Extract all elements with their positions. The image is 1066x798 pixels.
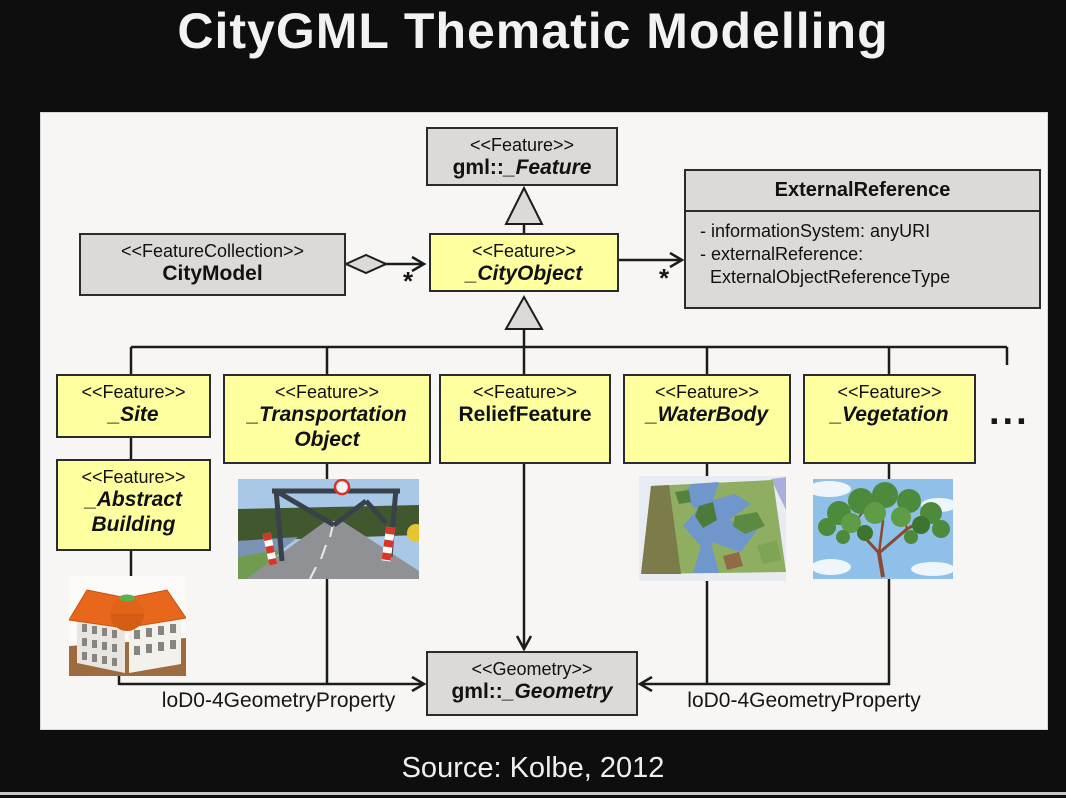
aggregation-diamond	[343, 253, 389, 275]
node-citymodel: <<FeatureCollection>> CityModel	[79, 233, 346, 296]
tree-3d-model-image	[813, 479, 953, 579]
node-name: ReliefFeature	[458, 403, 592, 427]
node-site: <<Feature>> _Site	[56, 374, 211, 438]
stereotype: <<Feature>>	[472, 382, 578, 402]
page-title: CityGML Thematic Modelling	[177, 3, 889, 59]
arrow-to-cityobject	[411, 255, 427, 273]
node-cityobject: <<Feature>> _CityObject	[429, 233, 619, 292]
node-vegetation: <<Feature>> _Vegetation	[803, 374, 976, 464]
node-name: _Vegetation	[830, 403, 949, 427]
attribute: - externalReference:	[700, 243, 864, 264]
stereotype: <<Feature>>	[81, 382, 186, 402]
node-external-reference: ExternalReference - informationSystem: a…	[684, 169, 1041, 309]
stereotype: <<Feature>>	[469, 135, 575, 155]
node-name: ExternalReference	[686, 171, 1039, 212]
node-gml-feature: <<Feature>> gml::_Feature	[426, 127, 618, 186]
node-name: _CityObject	[465, 262, 583, 286]
stereotype: <<Geometry>>	[471, 659, 593, 679]
attribute: - informationSystem: anyURI	[700, 220, 931, 241]
node-abstract-building: <<Feature>> _Abstract Building	[56, 459, 211, 551]
node-waterbody: <<Feature>> _WaterBody	[623, 374, 791, 464]
multiplicity-star: *	[659, 263, 670, 293]
building-3d-model-image	[69, 576, 186, 676]
node-name: _WaterBody	[645, 403, 769, 427]
arrow-down-to-geometry	[515, 635, 533, 652]
attribute: ExternalObjectReferenceType	[710, 267, 951, 288]
node-name: _Site	[108, 403, 159, 427]
generalization-triangle-cityobject	[504, 294, 544, 330]
geometry-property-label-left: loD0-4GeometryProperty	[161, 689, 396, 712]
building-illustration	[69, 576, 186, 676]
source-caption: Source: Kolbe, 2012	[401, 752, 665, 784]
geometry-property-label-right: loD0-4GeometryProperty	[687, 689, 921, 712]
more-subclasses-ellipsis: ...	[989, 391, 1030, 433]
node-relieffeature: <<Feature>> ReliefFeature	[439, 374, 611, 464]
stereotype: <<Feature>>	[654, 382, 760, 402]
connector-layer	[117, 185, 1009, 693]
bridge-road-3d-model-image	[238, 479, 419, 579]
stereotype: <<Feature>>	[274, 382, 380, 402]
node-gml-geometry: <<Geometry>> gml::_Geometry	[426, 651, 638, 716]
bottom-divider	[0, 792, 1066, 795]
waterbody-illustration	[639, 476, 786, 581]
multiplicity-star: *	[403, 266, 414, 296]
node-transportation-object: <<Feature>> _Transportation Object	[223, 374, 431, 464]
attribute-list: - informationSystem: anyURI - externalRe…	[686, 212, 1039, 290]
arrow-to-externalreference	[669, 251, 685, 269]
tree-illustration	[813, 479, 953, 579]
bridge-illustration	[238, 479, 419, 579]
node-name: _Transportation Object	[247, 403, 407, 451]
stereotype: <<FeatureCollection>>	[120, 241, 305, 261]
stereotype: <<Feature>>	[837, 382, 942, 402]
stereotype: <<Feature>>	[81, 467, 186, 487]
node-name: gml::_Feature	[452, 156, 592, 180]
waterbody-terrain-3d-model-image	[639, 476, 786, 581]
node-name: CityModel	[162, 262, 263, 286]
node-name: _Abstract Building	[85, 488, 182, 536]
stereotype: <<Feature>>	[471, 241, 577, 261]
arrow-right-to-geometry	[637, 675, 653, 693]
generalization-triangle-feature	[504, 185, 544, 225]
arrow-left-to-geometry	[411, 675, 427, 693]
node-name: gml::_Geometry	[451, 680, 613, 704]
connector-lines	[117, 188, 1009, 686]
diagram-panel: <<Feature>> gml::_Feature ExternalRefere…	[40, 112, 1048, 730]
arrowheads	[411, 251, 685, 693]
